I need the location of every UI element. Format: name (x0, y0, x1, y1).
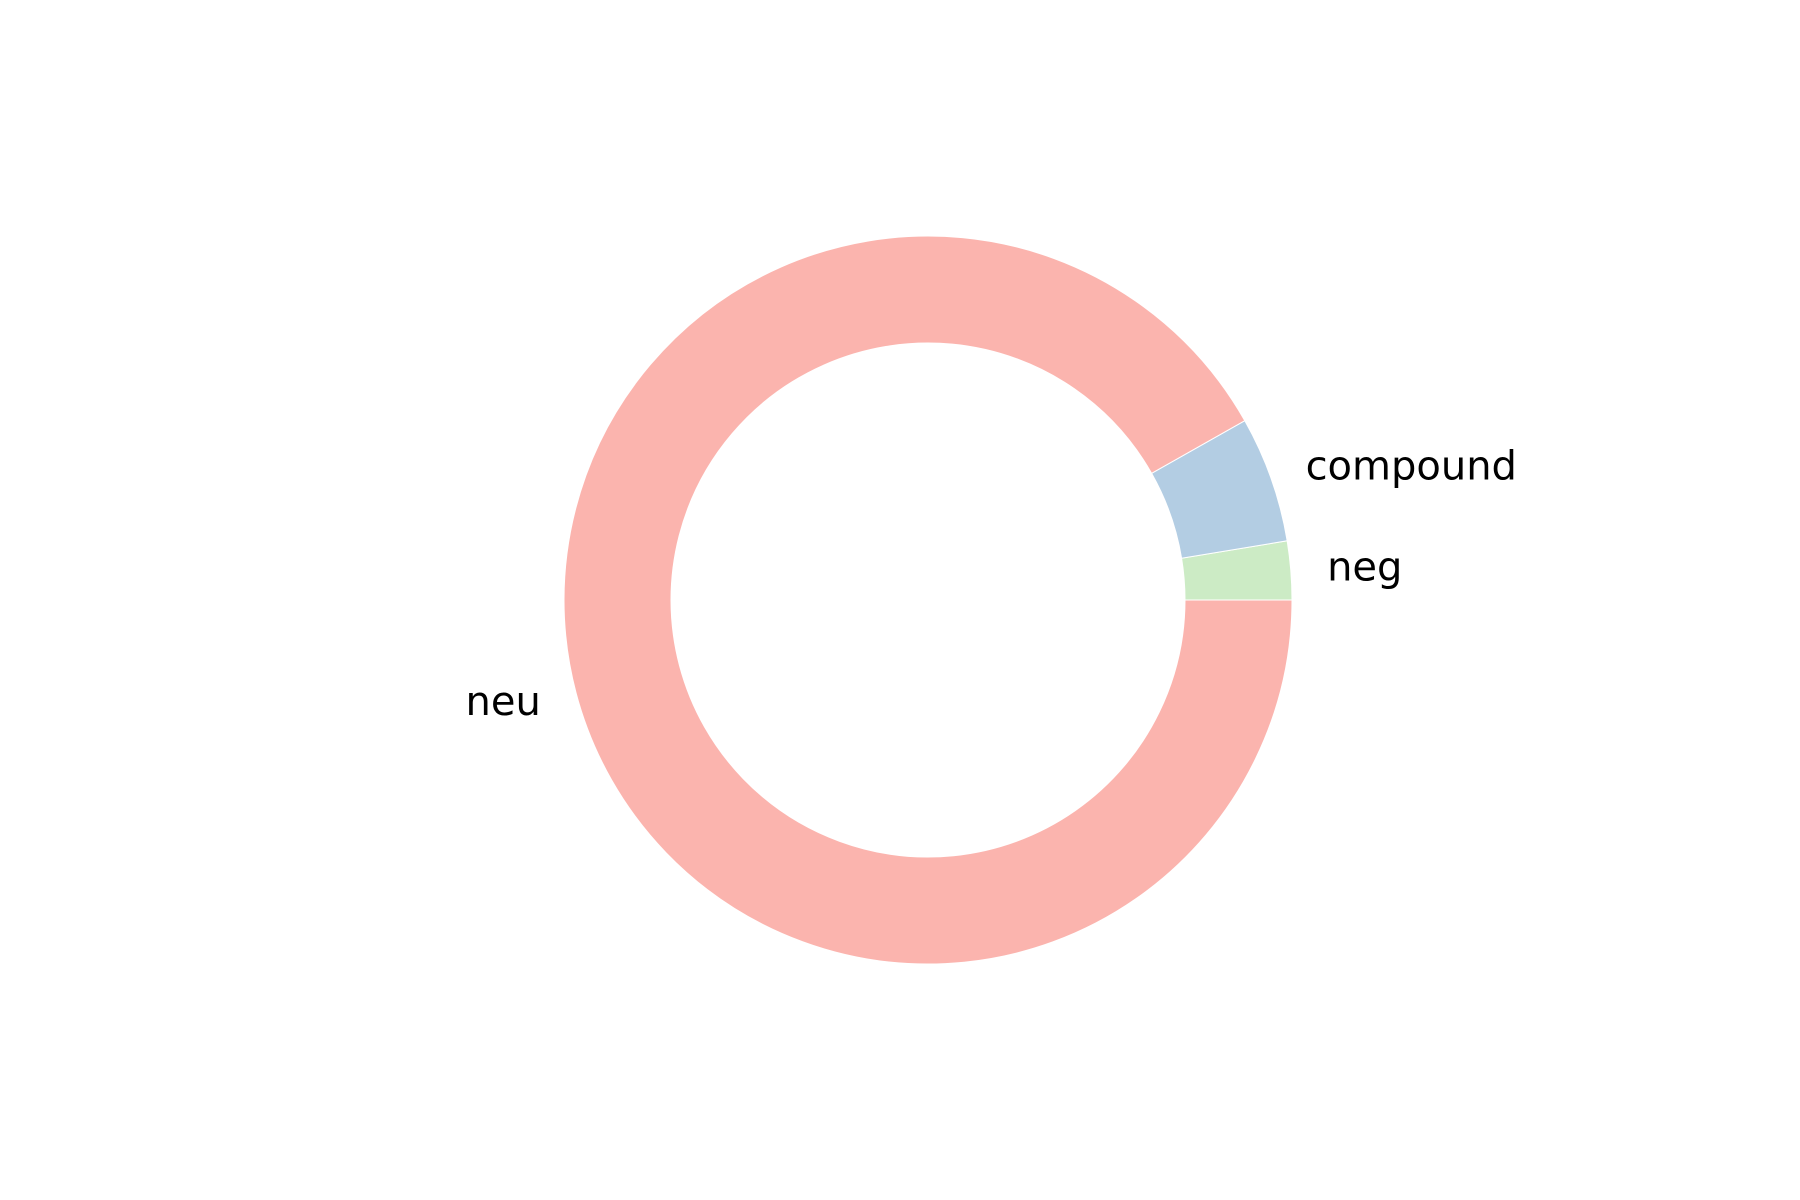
slice-label-neg: neg (1327, 544, 1402, 590)
slice-label-compound: compound (1306, 444, 1517, 490)
slices-group (563, 235, 1293, 965)
slice-neu (563, 235, 1293, 965)
labels-group: neg compound neu (466, 444, 1517, 725)
slice-label-neu: neu (466, 679, 541, 725)
